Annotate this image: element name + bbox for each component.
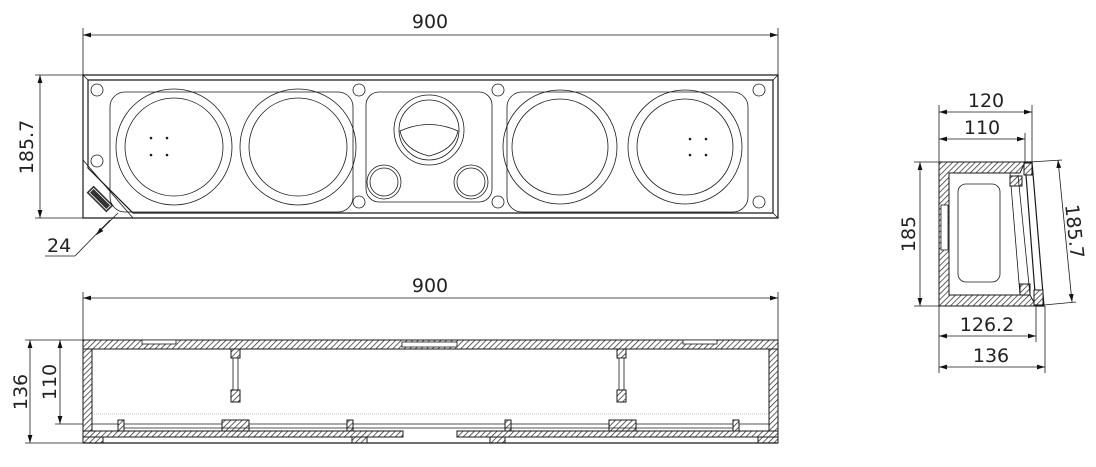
front-width-label: 900 [412,11,448,33]
label-plate [86,185,114,213]
side-bottom-inner-label: 126.2 [960,314,1014,336]
section-inner-depth-label: 110 [39,364,61,400]
bass-ports [366,164,489,200]
tweeter [393,94,465,166]
side-top-outer-label: 120 [968,90,1004,112]
front-view: 900 185.7 24 [16,11,779,257]
side-view: 120 110 185 185.7 126.2 136 [898,90,1088,373]
woofer-3 [502,89,618,205]
side-bottom-outer-label: 136 [973,345,1009,367]
section-view: 900 136 110 [10,275,779,444]
side-slant-label: 185.7 [1060,203,1088,259]
woofer-1 [115,88,233,206]
woofer-2 [239,88,357,206]
side-top-inner-label: 110 [964,117,1000,139]
chamfer-label: 24 [47,235,71,257]
woofer-4 [627,89,743,205]
section-depth-label: 136 [10,374,32,410]
mounting-holes [90,83,766,209]
front-height-label: 185.7 [16,120,38,174]
side-height-label: 185 [898,216,920,252]
section-width-label: 900 [412,275,448,297]
